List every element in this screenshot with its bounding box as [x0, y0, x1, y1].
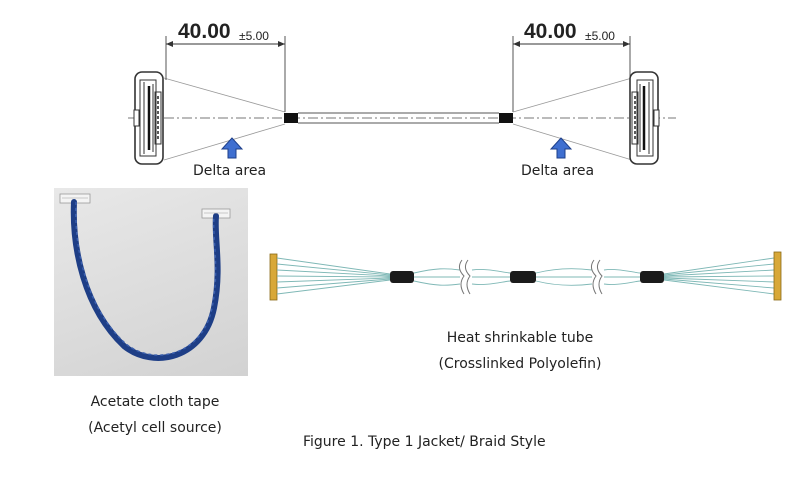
right-shrink-drawing [499, 113, 513, 123]
cable-technical-drawing [128, 36, 676, 165]
delta-area-label-left: Delta area [193, 163, 267, 179]
figure-caption: Figure 1. Type 1 Jacket/ Braid Style [303, 434, 546, 450]
delta-area-label-right: Delta area [521, 163, 595, 179]
braid-cable-illustration [269, 251, 782, 301]
arrow-up-icon [220, 137, 244, 159]
heat-shrink-label: Heat shrinkable tube [446, 330, 594, 346]
arrow-up-icon [549, 137, 573, 159]
left-dimension-tolerance: ±5.00 [239, 29, 269, 43]
left-shrink-drawing [284, 113, 298, 123]
right-gold-connector [773, 251, 782, 301]
right-dimension-tolerance: ±5.00 [585, 29, 615, 43]
left-dimension-value: 40.00 [178, 20, 231, 43]
left-gold-connector [269, 253, 278, 301]
left-connector-drawing [133, 71, 164, 165]
acetate-tape-label: Acetate cloth tape [90, 394, 220, 410]
acetate-cable-photo [54, 188, 248, 376]
right-connector-drawing [629, 71, 660, 165]
acetate-source-label: (Acetyl cell source) [88, 420, 222, 436]
right-dimension-value: 40.00 [524, 20, 577, 43]
heat-shrink-material-label: (Crosslinked Polyolefin) [438, 356, 602, 372]
